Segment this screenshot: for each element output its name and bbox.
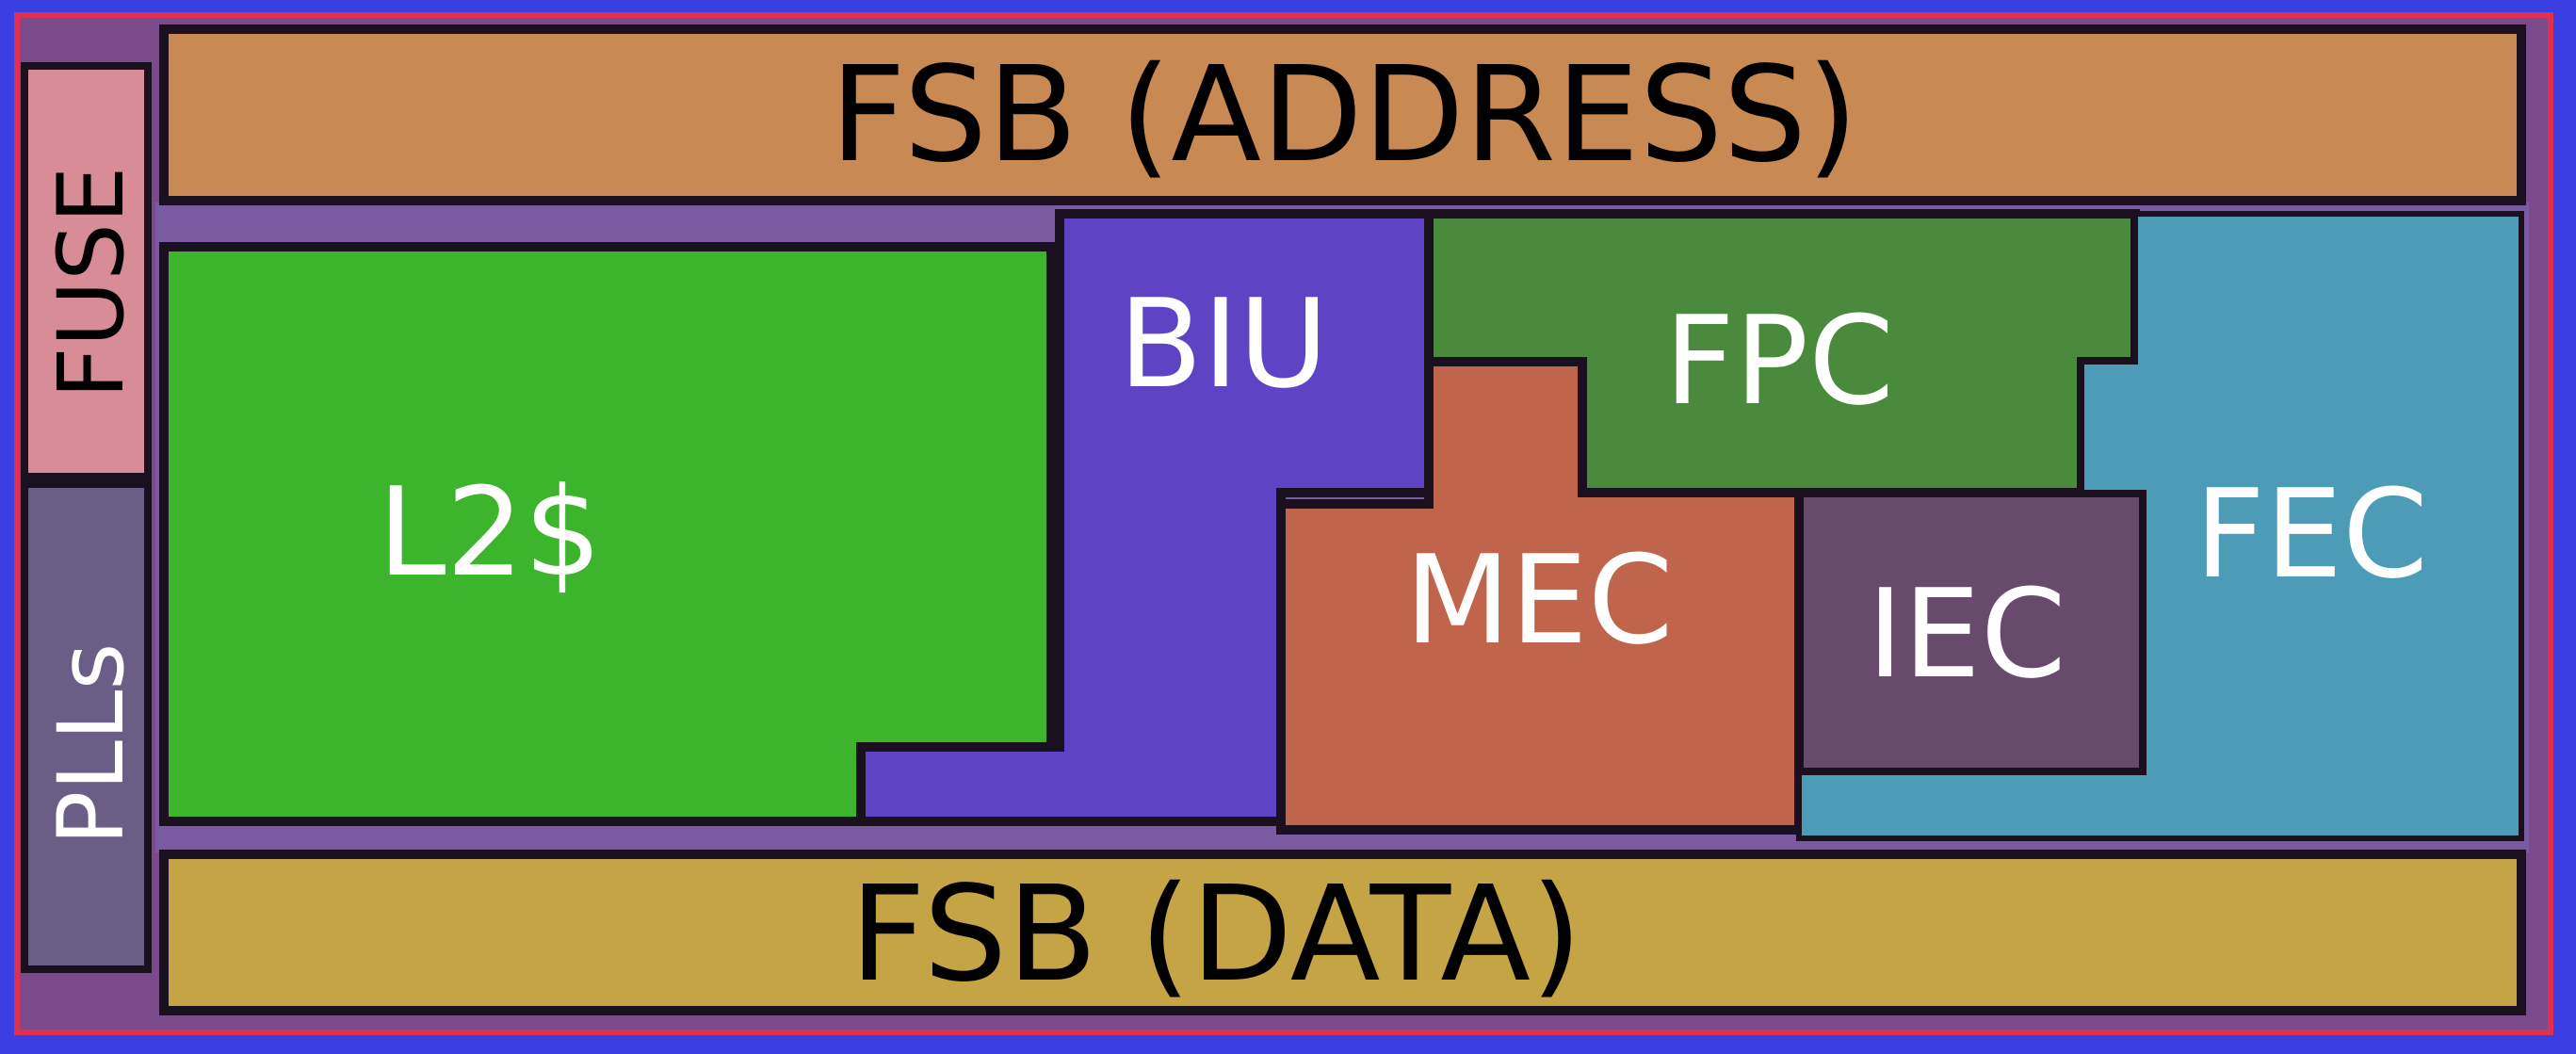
label-l2-cache: L2$ bbox=[378, 461, 602, 604]
label-fec: FEC bbox=[2195, 462, 2428, 606]
label-iec: IEC bbox=[1867, 562, 2066, 705]
label-fpc: FPC bbox=[1664, 289, 1894, 432]
block-fuse bbox=[21, 62, 152, 480]
block-plls bbox=[21, 480, 152, 973]
label-plls: PLLs bbox=[39, 643, 144, 846]
block-fsb-data bbox=[159, 850, 2526, 1015]
label-mec: MEC bbox=[1404, 528, 1673, 672]
label-fsb-data: FSB (DATA) bbox=[850, 858, 1581, 1012]
block-l2-cache bbox=[159, 242, 1056, 826]
label-fuse: FUSE bbox=[39, 166, 144, 398]
label-fsb-address: FSB (ADDRESS) bbox=[830, 39, 1858, 192]
block-fsb-address bbox=[159, 24, 2526, 205]
label-biu: BIU bbox=[1119, 272, 1329, 415]
block-iec bbox=[1794, 488, 2148, 777]
block-fec bbox=[1796, 211, 2524, 841]
